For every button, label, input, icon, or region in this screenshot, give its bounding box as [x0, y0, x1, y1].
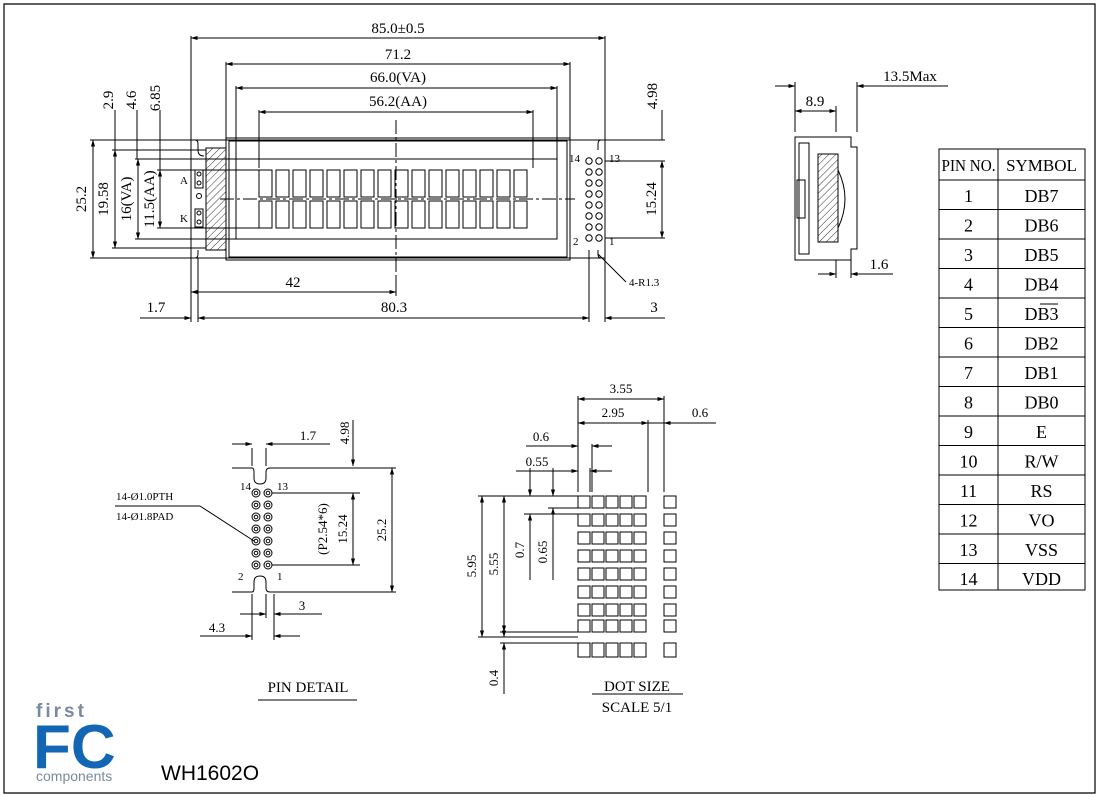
pin-table	[939, 149, 1085, 590]
pd-note-pad: 14-Ø1.8PAD	[116, 511, 173, 523]
dim-side-8-9: 8.9	[806, 94, 825, 110]
dim-va-width: 66.0(VA)	[370, 70, 426, 86]
table-cell-pin: 2	[964, 216, 973, 236]
pd-dim-4-3: 4.3	[209, 620, 225, 635]
table-cell-pin: 11	[960, 481, 977, 501]
dim-aa-width: 56.2(AA)	[369, 94, 427, 110]
ds-dim-0-65: 0.65	[535, 541, 550, 564]
pin-detail-title: PIN DETAIL	[268, 680, 349, 696]
dim-right-3: 3	[650, 300, 658, 316]
dim-aa-height: 11.5(AA)	[142, 170, 158, 227]
pd-note-pth: 14-Ø1.0PTH	[116, 491, 173, 503]
table-cell-pin: 6	[964, 334, 973, 354]
table-cell-pin: 1	[964, 186, 973, 206]
ds-dim-0-7: 0.7	[512, 541, 527, 558]
logo-fc-text: FC	[33, 713, 116, 782]
table-cell-symbol: DB2	[1024, 334, 1058, 354]
ds-dim-3-55: 3.55	[610, 381, 633, 396]
pd-dim-15-24: 15.24	[335, 514, 350, 544]
dot-size-scale: SCALE 5/1	[602, 700, 672, 716]
dim-side-1-6: 1.6	[870, 257, 889, 273]
pd-dim-pitch: (P2.54*6)	[315, 503, 330, 555]
pin-label-14: 14	[569, 153, 581, 165]
dim-hole-span: 80.3	[381, 300, 407, 316]
led-cathode-label: K	[180, 213, 188, 225]
logo-first-text: first	[36, 701, 87, 722]
dim-bezel-width: 71.2	[385, 47, 411, 63]
dim-overall-width: 85.0±0.5	[371, 21, 424, 37]
table-cell-symbol: VO	[1029, 511, 1055, 531]
led-anode-label: A	[180, 175, 188, 187]
table-cell-pin: 12	[960, 511, 978, 531]
ds-dim-2-95: 2.95	[602, 405, 625, 420]
dim-module-height: 25.2	[74, 186, 90, 212]
table-cell-symbol: R/W	[1025, 452, 1059, 472]
dim-top-offset-2: 4.6	[124, 90, 140, 109]
table-cell-symbol: DB3	[1024, 304, 1058, 324]
ds-dim-0-55: 0.55	[526, 454, 549, 469]
table-cell-pin: 5	[964, 304, 973, 324]
pd-pin-1: 1	[277, 571, 283, 583]
table-cell-symbol: DB4	[1024, 275, 1058, 295]
front-view	[90, 35, 665, 322]
table-cell-symbol: VSS	[1025, 540, 1058, 560]
dim-top-offset-3: 6.85	[148, 85, 164, 111]
dim-left-1-7: 1.7	[147, 300, 166, 316]
dim-42: 42	[286, 275, 301, 291]
table-cell-symbol: DB6	[1024, 216, 1058, 236]
dim-top-offset-1: 2.9	[101, 91, 117, 110]
sheet-border	[4, 4, 1095, 793]
table-cell-pin: 13	[960, 540, 978, 560]
char-cells	[259, 170, 527, 228]
table-cell-symbol: E	[1036, 422, 1047, 442]
pd-dim-3: 3	[299, 598, 306, 613]
dot-size-view	[478, 396, 716, 694]
pin-label-1: 1	[609, 236, 615, 248]
table-cell-pin: 3	[964, 245, 973, 265]
dim-va-height: 16(VA)	[119, 177, 135, 222]
pin-label-13: 13	[609, 153, 621, 165]
table-cell-pin: 10	[960, 452, 978, 472]
ds-dim-5-55: 5.55	[486, 553, 501, 576]
dim-viewing-height: 19.58	[96, 182, 112, 216]
ds-dim-0-6: 0.6	[533, 429, 550, 444]
pd-dim-1-7: 1.7	[300, 428, 317, 443]
radius-note: 4-R1.3	[629, 277, 660, 289]
table-cell-pin: 7	[964, 363, 973, 383]
dot-size-title: DOT SIZE	[604, 679, 670, 695]
table-header-symbol: SYMBOL	[1006, 156, 1077, 175]
table-cell-symbol: DB1	[1024, 363, 1058, 383]
pd-dim-25-2: 25.2	[374, 519, 389, 542]
table-cell-pin: 4	[964, 275, 973, 295]
pd-dim-4-98: 4.98	[337, 422, 352, 445]
table-cell-symbol: DB5	[1024, 245, 1058, 265]
ds-dim-0-4: 0.4	[486, 669, 501, 686]
pin-header	[586, 158, 602, 241]
table-cell-symbol: VDD	[1022, 569, 1061, 589]
dot-matrix	[578, 496, 676, 657]
dim-side-max: 13.5Max	[883, 69, 937, 85]
pd-pin-13: 13	[277, 481, 289, 493]
pd-pin-14: 14	[240, 481, 252, 493]
logo-components-text: components	[36, 768, 112, 784]
model-number: WH1602O	[161, 762, 259, 785]
ds-dim-0-6-right: 0.6	[692, 405, 709, 420]
ds-dim-5-95: 5.95	[464, 555, 479, 578]
table-cell-symbol: RS	[1030, 481, 1052, 501]
pin-label-2: 2	[573, 236, 579, 248]
company-logo: first FC components	[33, 701, 116, 784]
table-header-pin: PIN NO.	[942, 156, 996, 175]
pd-pin-2: 2	[238, 571, 244, 583]
pin-detail-view	[115, 420, 396, 700]
table-cell-pin: 8	[964, 393, 973, 413]
table-cell-symbol: DB0	[1024, 393, 1058, 413]
table-cell-pin: 9	[964, 422, 973, 442]
dim-pin-span: 15.24	[644, 182, 660, 216]
table-cell-pin: 14	[960, 569, 978, 589]
dim-right-top: 4.98	[645, 83, 661, 109]
side-view	[775, 82, 948, 278]
table-cell-symbol: DB7	[1024, 186, 1058, 206]
